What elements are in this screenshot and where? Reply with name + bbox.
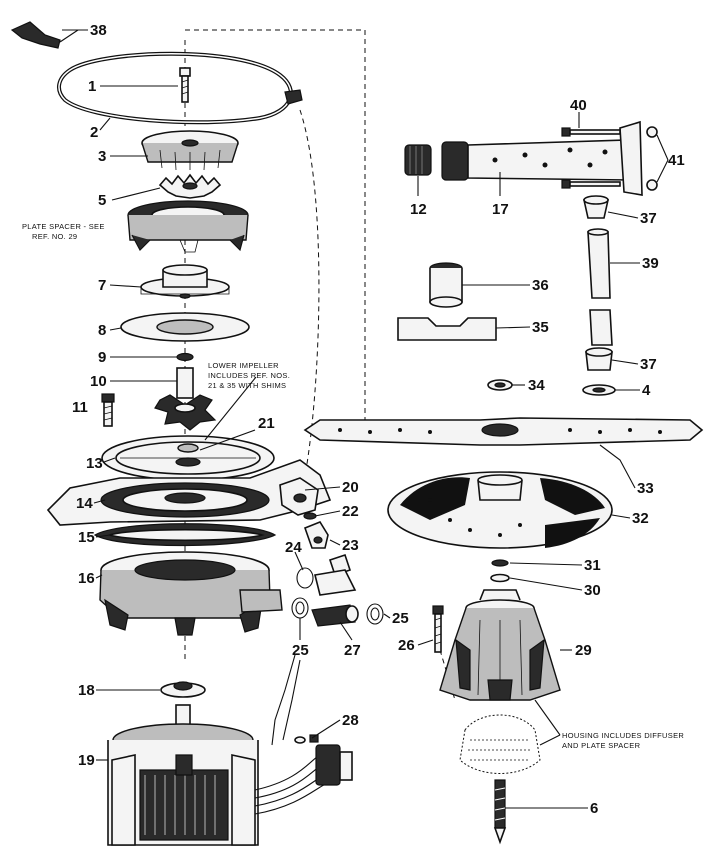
label-7: 7 bbox=[98, 277, 106, 294]
part-12-cap bbox=[404, 144, 432, 176]
part-38-spring bbox=[10, 21, 79, 49]
part-21-shim bbox=[177, 443, 199, 453]
part-14-gasket-plate bbox=[46, 459, 332, 526]
label-10: 10 bbox=[90, 373, 107, 390]
part-20-fitting bbox=[279, 477, 319, 520]
label-34: 34 bbox=[528, 377, 545, 394]
label-24: 24 bbox=[285, 539, 302, 556]
label-31: 31 bbox=[584, 557, 601, 574]
part-3-upper-impeller bbox=[141, 130, 239, 171]
part-2-tube-loop bbox=[57, 51, 303, 125]
label-37-lower: 37 bbox=[640, 356, 657, 373]
label-29: 29 bbox=[575, 642, 592, 659]
part-15-seal bbox=[93, 523, 277, 547]
part-30-washer bbox=[490, 573, 510, 583]
label-13: 13 bbox=[86, 455, 103, 472]
part-37-bushing-lower bbox=[585, 347, 613, 371]
part-29-housing bbox=[439, 589, 561, 701]
part-8-gasket bbox=[120, 312, 250, 342]
note-housing-line1: HOUSING INCLUDES DIFFUSER bbox=[562, 731, 684, 740]
label-27: 27 bbox=[344, 642, 361, 659]
label-25-left: 25 bbox=[292, 642, 309, 659]
part-24-clamp bbox=[296, 567, 314, 589]
label-33: 33 bbox=[637, 480, 654, 497]
note-lower-impeller-line3: 21 & 35 WITH SHIMS bbox=[208, 381, 286, 390]
plate-spacer-upper bbox=[127, 200, 249, 253]
part-28-screw bbox=[294, 734, 319, 744]
diffuser-screen bbox=[459, 714, 541, 774]
part-4-washer bbox=[582, 384, 616, 396]
part-33-spray-arm bbox=[303, 417, 704, 446]
label-12: 12 bbox=[410, 201, 427, 218]
part-10-lower-impeller bbox=[154, 367, 217, 431]
label-19: 19 bbox=[78, 752, 95, 769]
part-39-tube bbox=[587, 228, 613, 346]
part-1-screw bbox=[179, 67, 191, 103]
part-35-shim bbox=[397, 317, 497, 341]
part-36-bushing bbox=[429, 262, 463, 308]
leader-lines bbox=[62, 29, 669, 809]
part-number-labels: 38 1 2 3 5 7 8 9 10 11 13 14 15 16 18 19… bbox=[72, 22, 685, 817]
part-22-elbow bbox=[303, 521, 329, 549]
label-22: 22 bbox=[342, 503, 359, 520]
label-40: 40 bbox=[570, 97, 587, 114]
label-2: 2 bbox=[90, 124, 98, 141]
part-18-seal bbox=[160, 681, 206, 698]
label-36: 36 bbox=[532, 277, 549, 294]
label-32: 32 bbox=[632, 510, 649, 527]
label-35: 35 bbox=[532, 319, 549, 336]
label-15: 15 bbox=[78, 529, 95, 546]
hose-pieces bbox=[311, 569, 359, 627]
part-13-ring bbox=[101, 435, 275, 481]
label-41: 41 bbox=[668, 152, 685, 169]
part-37-bushing-upper bbox=[583, 195, 609, 219]
part-11-screw bbox=[101, 393, 115, 427]
part-41-nuts bbox=[646, 126, 658, 191]
part-26-screw bbox=[432, 605, 444, 653]
label-20: 20 bbox=[342, 479, 359, 496]
part-17-spray-tube bbox=[441, 120, 643, 196]
label-14: 14 bbox=[76, 495, 93, 512]
part-40-screw bbox=[561, 127, 621, 189]
part-19-motor bbox=[107, 704, 259, 846]
part-6-screw bbox=[493, 779, 507, 845]
note-plate-spacer-line2: REF. NO. 29 bbox=[32, 232, 77, 241]
part-25-clamp-right bbox=[366, 603, 384, 625]
label-30: 30 bbox=[584, 582, 601, 599]
label-8: 8 bbox=[98, 322, 106, 339]
part-34-nut bbox=[487, 379, 513, 391]
note-housing-line2: AND PLATE SPACER bbox=[562, 741, 641, 750]
part-32-filter-disc bbox=[387, 471, 613, 549]
label-26: 26 bbox=[398, 637, 415, 654]
note-lower-impeller-line1: LOWER IMPELLER bbox=[208, 361, 279, 370]
label-9: 9 bbox=[98, 349, 106, 366]
part-31-washer bbox=[491, 559, 509, 567]
note-plate-spacer-line1: PLATE SPACER - SEE bbox=[22, 222, 105, 231]
label-28: 28 bbox=[342, 712, 359, 729]
label-5: 5 bbox=[98, 192, 106, 209]
label-37-upper: 37 bbox=[640, 210, 657, 227]
part-7-bracket bbox=[140, 264, 230, 299]
label-23: 23 bbox=[342, 537, 359, 554]
label-11: 11 bbox=[72, 399, 88, 416]
part-5-star-washer bbox=[158, 173, 222, 199]
label-4: 4 bbox=[642, 382, 651, 399]
motor-wires bbox=[254, 654, 353, 815]
label-21: 21 bbox=[258, 415, 275, 432]
label-38: 38 bbox=[90, 22, 107, 39]
part-16-pump-body bbox=[99, 551, 283, 636]
note-lower-impeller-line2: INCLUDES REF. NOS. bbox=[208, 371, 290, 380]
diagram-notes: PLATE SPACER - SEE REF. NO. 29 LOWER IMP… bbox=[22, 222, 684, 750]
label-17: 17 bbox=[492, 201, 509, 218]
label-16: 16 bbox=[78, 570, 95, 587]
label-6: 6 bbox=[590, 800, 598, 817]
label-3: 3 bbox=[98, 148, 106, 165]
part-9-washer bbox=[176, 352, 194, 362]
label-39: 39 bbox=[642, 255, 659, 272]
label-18: 18 bbox=[78, 682, 95, 699]
label-25-right: 25 bbox=[392, 610, 409, 627]
label-1: 1 bbox=[88, 78, 96, 95]
part-25-clamp-left bbox=[291, 597, 309, 619]
